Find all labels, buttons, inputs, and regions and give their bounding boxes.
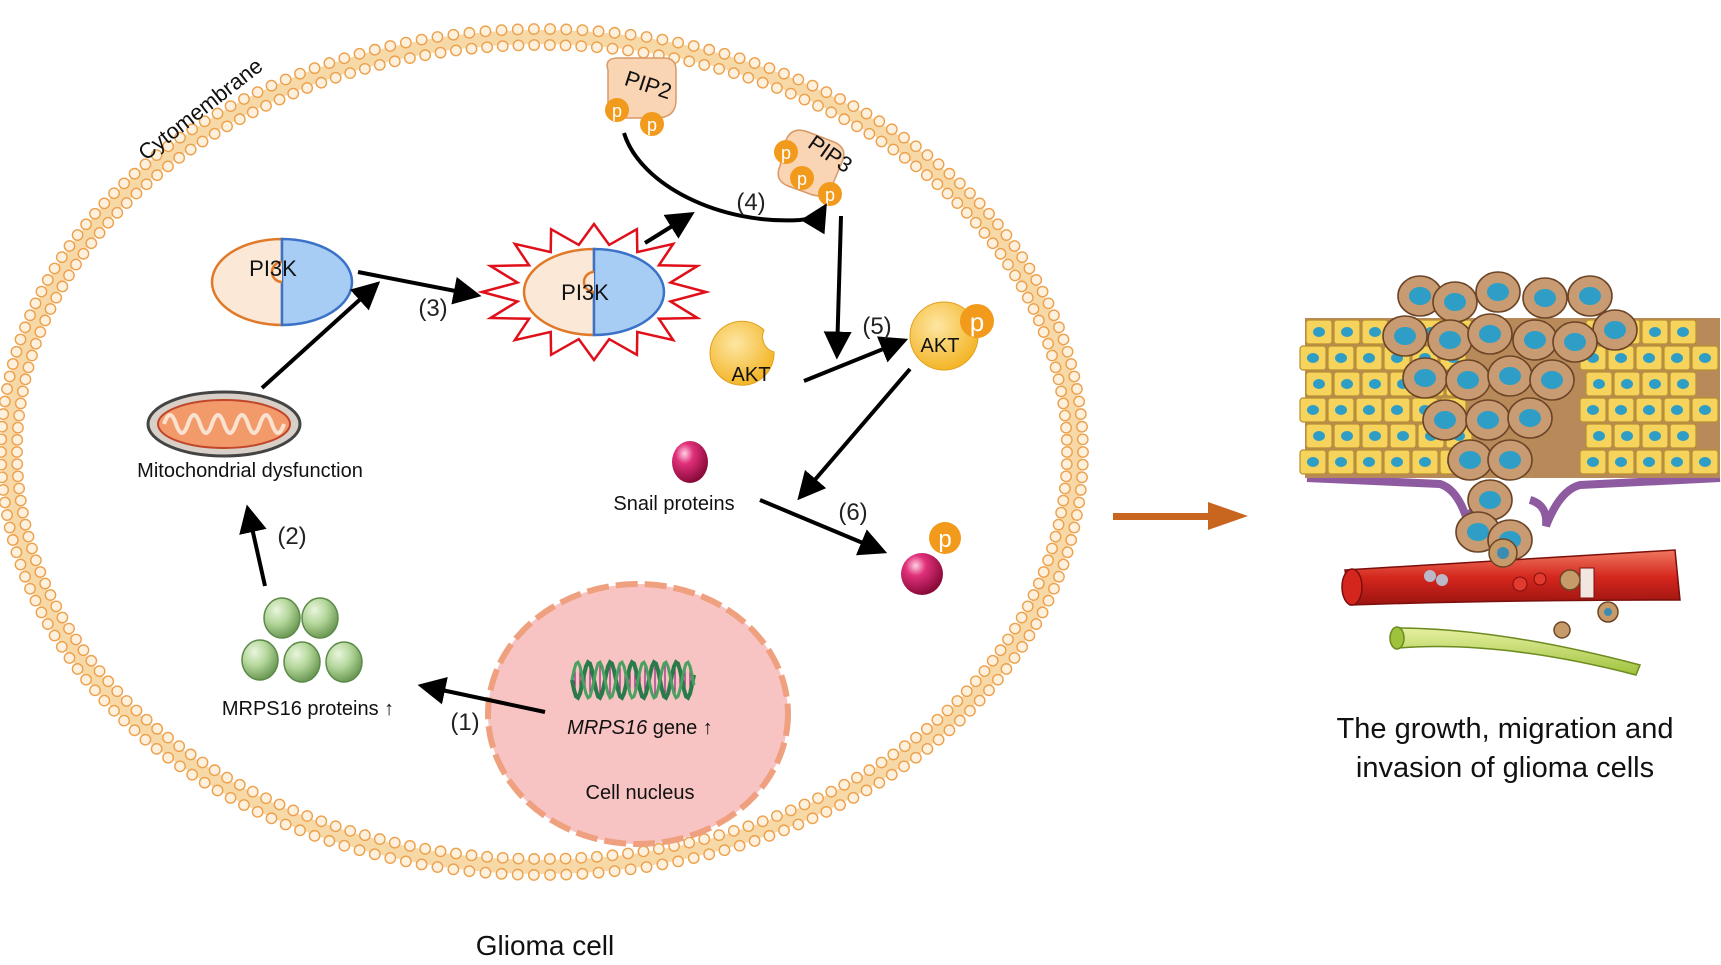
pip3-phospho-3: p: [825, 185, 835, 205]
arrow-step-2: [239, 504, 267, 587]
pip3-icon: [774, 129, 845, 206]
cell-membrane: [0, 23, 1089, 881]
akt-label: AKT: [732, 364, 771, 386]
arrow-step-4: [622, 132, 827, 235]
outcome-line-1: The growth, migration and: [1336, 713, 1674, 745]
pi3k-label: PI3K: [249, 256, 297, 281]
mitochondrion-icon: [146, 390, 302, 458]
cell-nucleus: [485, 581, 791, 847]
step-label-1: (1): [450, 709, 479, 736]
gene-label: MRPS16 gene ↑: [567, 717, 713, 739]
mito-dysfunction-label: Mitochondrial dysfunction: [137, 460, 363, 482]
pip2-icon: [605, 57, 677, 136]
glioma-cell-label: Glioma cell: [476, 930, 614, 961]
pip2-phospho-1: p: [612, 101, 622, 121]
outcome-caption: The growth, migration and invasion of gl…: [1290, 710, 1720, 788]
akt-icon: [709, 320, 775, 386]
arrow-step-5: [803, 336, 909, 383]
step-label-3: (3): [418, 295, 447, 322]
pip3-phospho-1: p: [781, 143, 791, 163]
step-label-2: (2): [277, 523, 306, 550]
mrps16-proteins-label: MRPS16 proteins ↑: [222, 698, 394, 720]
snail-proteins-label: Snail proteins: [613, 493, 734, 515]
step-label-4: (4): [736, 189, 765, 216]
arrow-step-6: [759, 498, 888, 556]
pi3k-icon: [210, 237, 354, 327]
snail-phospho-icon: [901, 522, 961, 595]
pathway-arrows: [239, 132, 912, 714]
arrow-mito-to-pi3k: [260, 281, 381, 390]
pi3k-active-label: PI3K: [561, 280, 609, 305]
snail-protein-icon: [672, 441, 708, 483]
step-label-5: (5): [862, 313, 891, 340]
pip2-phospho-2: p: [647, 115, 657, 135]
outcome-arrow-icon: [1113, 502, 1248, 530]
akt-phospho-p: p: [970, 307, 984, 337]
nucleus-label: Cell nucleus: [586, 782, 695, 804]
outcome-line-2: invasion of glioma cells: [1355, 752, 1655, 784]
tumor-invasion-illustration: [1299, 271, 1721, 676]
arrow-akt-to-snail: [797, 367, 912, 501]
arrow-step-1: [417, 676, 546, 714]
pi3k-active-icon: [477, 221, 711, 363]
akt-phospho-label: AKT: [921, 335, 960, 357]
akt-phospho-icon: [909, 301, 994, 371]
arrow-step-3: [357, 270, 482, 305]
arrow-pip3-to-akt: [823, 215, 852, 360]
mrps16-protein-cluster-icon: [241, 597, 363, 683]
pip3-phospho-2: p: [797, 169, 807, 189]
arrow-pi3k-to-pip: [643, 212, 695, 245]
step-label-6: (6): [838, 499, 867, 526]
snail-phospho-p: p: [938, 526, 951, 553]
dna-helix-icon: [570, 659, 696, 701]
